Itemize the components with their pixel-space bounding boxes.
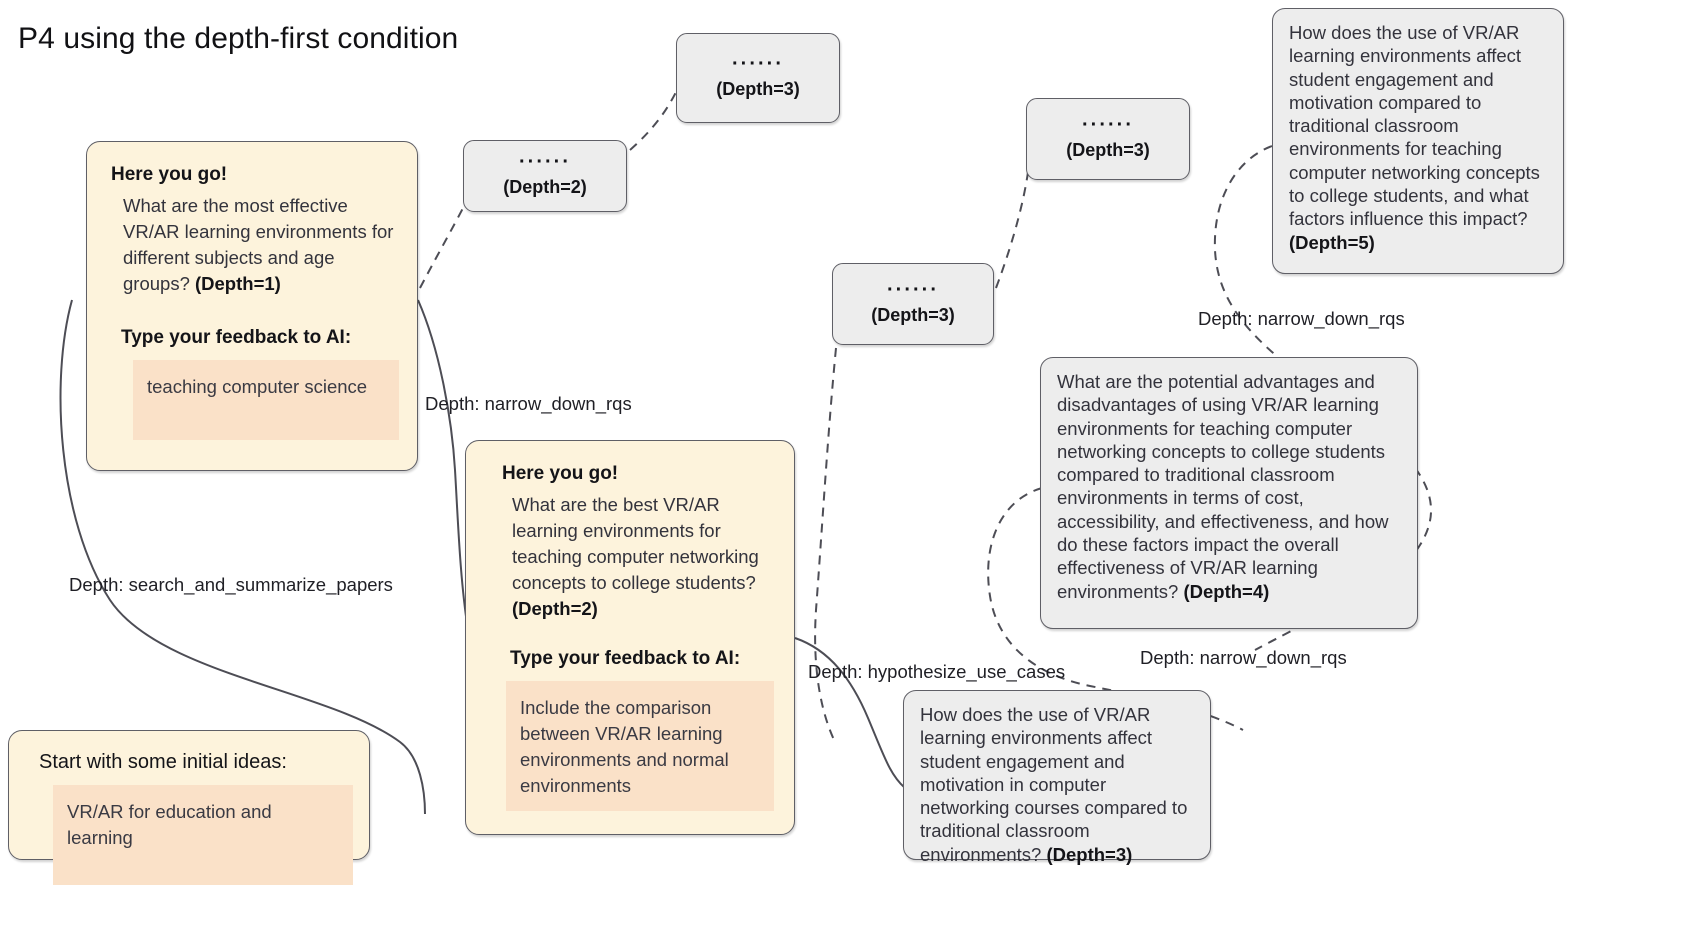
ai-card-depth2[interactable]: Here you go! What are the best VR/AR lea… — [465, 440, 795, 835]
ellipsis-dots-icon: ······ — [887, 279, 939, 301]
ai-card-depth2-question-text: What are the best VR/AR learning environ… — [512, 494, 759, 593]
ai-card-depth1-feedback-heading: Type your feedback to AI: — [121, 327, 352, 348]
ellipsis-box-depth3-top[interactable]: ······ (Depth=3) — [676, 33, 840, 123]
edge-dashed-depth3-ebox3b — [814, 347, 837, 745]
ellipsis-box-depth-tag: (Depth=3) — [871, 305, 955, 325]
rq-card-depth5-depth-tag: (Depth=5) — [1289, 231, 1375, 253]
rq-card-depth3-text: How does the use of VR/AR learning envir… — [920, 704, 1188, 865]
edge-dashed-ebox3b-ebox3c — [995, 171, 1029, 289]
edge-depth1-to-depth2 — [417, 299, 469, 631]
ellipsis-box-depth2[interactable]: ······ (Depth=2) — [463, 140, 627, 212]
edge-label-hypothesize-use-cases: Depth: hypothesize_use_cases — [808, 661, 1066, 682]
initial-ideas-card[interactable]: Start with some initial ideas: VR/AR for… — [8, 730, 370, 885]
rq-card-depth5[interactable]: How does the use of VR/AR learning envir… — [1272, 8, 1564, 274]
ai-card-depth1-heading: Here you go! — [111, 164, 228, 185]
edge-dashed-ebox2-ebox3a — [629, 91, 677, 151]
ellipsis-box-depth-tag: (Depth=3) — [716, 79, 800, 99]
ai-card-depth1-question: What are the most effective VR/AR learni… — [111, 193, 395, 297]
rq-card-depth4-depth-tag: (Depth=4) — [1183, 580, 1270, 602]
ai-card-depth2-question: What are the best VR/AR learning environ… — [488, 492, 772, 622]
rq-card-depth4-text: What are the potential advantages and di… — [1057, 371, 1389, 602]
ai-card-depth1[interactable]: Here you go! What are the most effective… — [86, 141, 418, 471]
rq-card-depth3-depth-tag: (Depth=3) — [1046, 843, 1133, 865]
edge-label-narrow-down-rqs-3: Depth: narrow_down_rqs — [1140, 647, 1347, 668]
ellipsis-dots-icon: ······ — [1082, 114, 1134, 136]
edge-label-search-and-summarize-papers: Depth: search_and_summarize_papers — [69, 574, 393, 595]
ai-card-depth1-question-text: What are the most effective VR/AR learni… — [123, 195, 394, 294]
edge-label-narrow-down-rqs-1: Depth: narrow_down_rqs — [425, 393, 632, 414]
rq-card-depth4[interactable]: What are the potential advantages and di… — [1040, 357, 1418, 629]
ellipsis-box-depth-tag: (Depth=3) — [1066, 140, 1150, 160]
ellipsis-box-depth3-right[interactable]: ······ (Depth=3) — [1026, 98, 1190, 180]
ellipsis-box-depth-tag: (Depth=2) — [503, 177, 587, 197]
rq-card-depth5-text: How does the use of VR/AR learning envir… — [1289, 22, 1540, 230]
feedback-input-depth2[interactable]: Include the comparison between VR/AR lea… — [506, 681, 774, 811]
ellipsis-box-depth3-middle[interactable]: ······ (Depth=3) — [832, 263, 994, 345]
feedback-input-depth1[interactable]: teaching computer science — [133, 360, 399, 440]
edge-label-narrow-down-rqs-2: Depth: narrow_down_rqs — [1198, 308, 1405, 329]
ellipsis-dots-icon: ······ — [732, 53, 784, 75]
rq-card-depth3[interactable]: How does the use of VR/AR learning envir… — [903, 690, 1211, 865]
ellipsis-dots-icon: ······ — [519, 151, 571, 173]
initial-ideas-heading: Start with some initial ideas: — [39, 751, 287, 773]
page-title: P4 using the depth-first condition — [18, 22, 459, 55]
ai-card-depth2-feedback-heading: Type your feedback to AI: — [510, 648, 741, 669]
initial-ideas-input[interactable]: VR/AR for education and learning — [53, 785, 353, 885]
ai-card-depth2-depth-tag: (Depth=2) — [512, 598, 598, 619]
edge-dashed-depth1-ebox2 — [419, 197, 469, 289]
ai-card-depth1-depth-tag: (Depth=1) — [195, 273, 281, 294]
ai-card-depth2-heading: Here you go! — [502, 463, 619, 484]
